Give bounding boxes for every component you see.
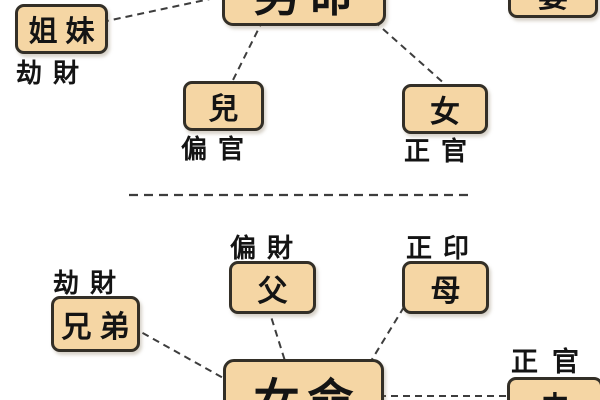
son-box: 兒 <box>183 81 264 131</box>
mother-relation-label: 正印 <box>406 234 481 263</box>
father-label: 父 <box>257 274 296 308</box>
mother-box: 母 <box>402 261 489 314</box>
daughter-label: 女 <box>430 96 468 129</box>
sisters-relation-label: 劫財 <box>16 59 91 88</box>
sisters-label: 姐妹 <box>28 16 103 48</box>
connector-brothers-to-female <box>131 326 226 380</box>
connector-male-to-son <box>231 19 264 83</box>
daughter-relation-label: 正官 <box>404 137 479 166</box>
mother-label: 母 <box>430 274 469 308</box>
father-relation-label: 偏財 <box>230 234 305 263</box>
son-relation-label: 偏官 <box>181 135 256 164</box>
wife-label: 妻 <box>538 0 576 16</box>
female-chart-box: 女命 <box>223 359 384 400</box>
female-chart-label: 女命 <box>254 365 362 400</box>
wife-box: 妻 <box>508 0 598 18</box>
father-box: 父 <box>229 261 316 314</box>
son-label: 兒 <box>208 93 247 126</box>
connector-father-to-female <box>267 306 286 362</box>
brothers-label: 兄弟 <box>61 311 138 344</box>
brothers-relation-label: 劫財 <box>53 269 128 298</box>
connector-male-to-daughter <box>373 20 448 87</box>
husband-box: 夫 <box>507 377 600 400</box>
male-chart-label: 男命 <box>254 0 362 25</box>
husband-label: 夫 <box>540 383 578 400</box>
sisters-box: 姐妹 <box>15 4 108 54</box>
brothers-box: 兄弟 <box>51 296 140 352</box>
male-chart-box: 男命 <box>222 0 386 26</box>
connector-sisters-to-male <box>101 0 211 23</box>
daughter-box: 女 <box>402 84 488 134</box>
husband-relation-label: 正官 <box>511 347 593 377</box>
connector-mother-to-female <box>370 306 405 362</box>
